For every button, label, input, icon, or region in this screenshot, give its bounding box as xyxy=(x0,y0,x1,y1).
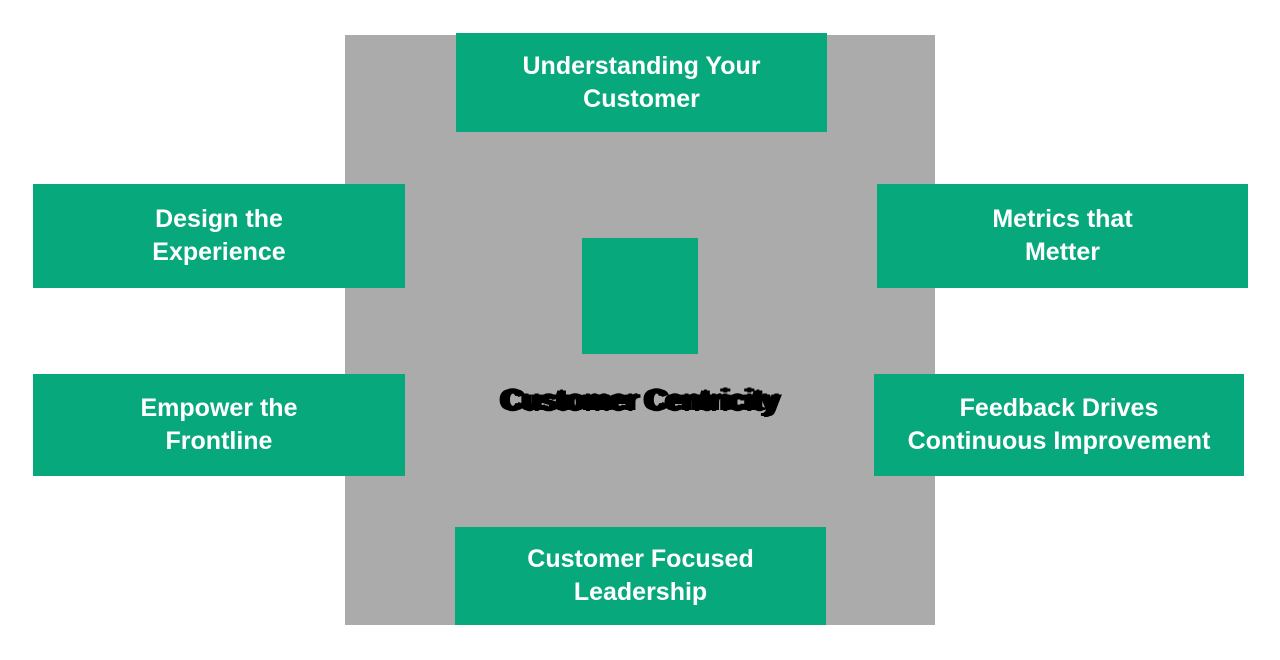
node-understanding-your-customer: Understanding Your Customer xyxy=(456,33,827,132)
node-empower-the-frontline: Empower the Frontline xyxy=(33,374,405,476)
diagram-title: Customer Centricity xyxy=(501,384,779,417)
hub-center-square xyxy=(582,238,698,354)
node-label-line: Continuous Improvement xyxy=(907,427,1211,455)
node-customer-focused-leadership: Customer Focused Leadership xyxy=(455,527,826,625)
node-label-line: Experience xyxy=(152,238,286,266)
node-label-line: Customer Focused xyxy=(527,545,754,573)
node-design-the-experience: Design the Experience xyxy=(33,184,405,288)
node-metrics-that-metter: Metrics that Metter xyxy=(877,184,1248,288)
node-label-line: Metrics that xyxy=(992,205,1133,233)
node-label-line: Metter xyxy=(1024,238,1100,266)
node-label-line: Empower the xyxy=(140,394,298,422)
node-feedback-drives-continuous-improvement: Feedback Drives Continuous Improvement xyxy=(874,374,1244,476)
node-label-line: Design the xyxy=(155,205,283,233)
node-label-line: Customer xyxy=(583,84,700,113)
node-label-line: Leadership xyxy=(573,578,708,606)
node-label-line: Feedback Drives xyxy=(959,394,1159,422)
node-label-line: Understanding Your xyxy=(522,51,761,80)
node-label-line: Frontline xyxy=(165,427,273,455)
